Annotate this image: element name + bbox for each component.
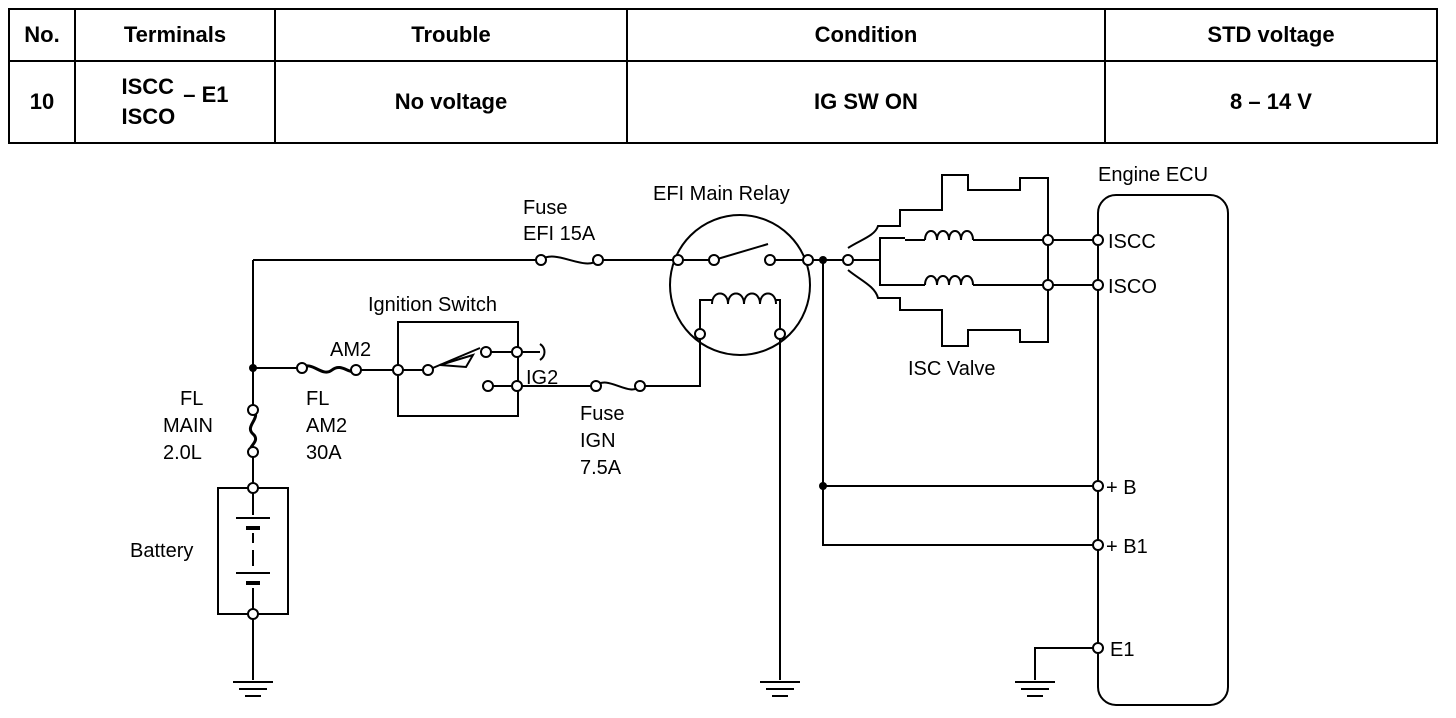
cell-no: 10 bbox=[8, 60, 76, 144]
cell-condition: IG SW ON bbox=[626, 60, 1106, 144]
fuse-ign-symbol bbox=[595, 381, 641, 391]
terminal-e1: – E1 bbox=[183, 82, 229, 107]
label-fuse-efi-title: Fuse bbox=[523, 197, 567, 219]
label-fl-am2-3: 30A bbox=[306, 442, 342, 464]
label-ignition-switch: Ignition Switch bbox=[368, 294, 497, 316]
spec-header-row: No. Terminals Trouble Condition STD volt… bbox=[8, 8, 1438, 62]
cell-terminals: ISCC ISCO – E1 bbox=[74, 60, 276, 144]
spec-data-row: 10 ISCC ISCO – E1 No voltage IG SW ON 8 … bbox=[8, 60, 1438, 144]
label-battery: Battery bbox=[130, 540, 193, 562]
terminals-stack: ISCC ISCO bbox=[121, 72, 175, 132]
engine-ecu-box bbox=[1097, 194, 1229, 706]
header-condition: Condition bbox=[626, 8, 1106, 62]
header-std-voltage: STD voltage bbox=[1104, 8, 1438, 62]
pin-e1: E1 bbox=[1110, 639, 1134, 661]
label-fl-am2-1: FL bbox=[306, 388, 329, 410]
efi-main-relay-symbol bbox=[669, 214, 811, 356]
ground-battery bbox=[233, 681, 273, 697]
pin-b1: + B1 bbox=[1106, 536, 1148, 558]
pin-isco: ISCO bbox=[1108, 276, 1157, 298]
diagram-labels: Fuse EFI 15A EFI Main Relay Engine ECU I… bbox=[130, 164, 1208, 661]
terminal-iscc: ISCC bbox=[121, 74, 175, 99]
pin-iscc: ISCC bbox=[1108, 231, 1156, 253]
label-fl-main-2: MAIN bbox=[163, 415, 213, 437]
label-fuse-ign-1: Fuse bbox=[580, 403, 624, 425]
cell-std-voltage: 8 – 14 V bbox=[1104, 60, 1438, 144]
pin-b: + B bbox=[1106, 477, 1137, 499]
terminals-group: ISCC ISCO – E1 bbox=[121, 72, 228, 132]
label-ig2: IG2 bbox=[526, 367, 558, 389]
spec-table: No. Terminals Trouble Condition STD volt… bbox=[8, 8, 1438, 144]
isc-valve-symbol bbox=[847, 174, 1049, 347]
cell-trouble: No voltage bbox=[274, 60, 628, 144]
label-engine-ecu: Engine ECU bbox=[1098, 164, 1208, 186]
label-am2: AM2 bbox=[330, 339, 371, 361]
label-fl-main-3: 2.0L bbox=[163, 442, 202, 464]
label-fl-main-1: FL bbox=[180, 388, 203, 410]
terminal-circles bbox=[247, 234, 1104, 654]
label-fl-am2-2: AM2 bbox=[306, 415, 347, 437]
label-fuse-ign-2: IGN bbox=[580, 430, 616, 452]
fl-main-fuse bbox=[248, 408, 258, 454]
junction-dots bbox=[249, 256, 827, 490]
ground-ecu bbox=[1015, 681, 1055, 697]
label-efi-main-relay: EFI Main Relay bbox=[653, 183, 790, 205]
battery-symbol bbox=[217, 487, 289, 615]
label-isc-valve: ISC Valve bbox=[908, 358, 995, 380]
header-terminals: Terminals bbox=[74, 8, 276, 62]
ground-relay bbox=[760, 681, 800, 697]
header-trouble: Trouble bbox=[274, 8, 628, 62]
ignition-switch-symbol bbox=[397, 321, 546, 417]
label-fuse-efi-value: EFI 15A bbox=[523, 223, 596, 245]
fl-am2-fuse bbox=[301, 364, 358, 374]
terminal-isco: ISCO bbox=[121, 104, 176, 129]
label-fuse-ign-3: 7.5A bbox=[580, 457, 622, 479]
fuse-efi-symbol bbox=[540, 255, 599, 265]
header-no: No. bbox=[8, 8, 76, 62]
